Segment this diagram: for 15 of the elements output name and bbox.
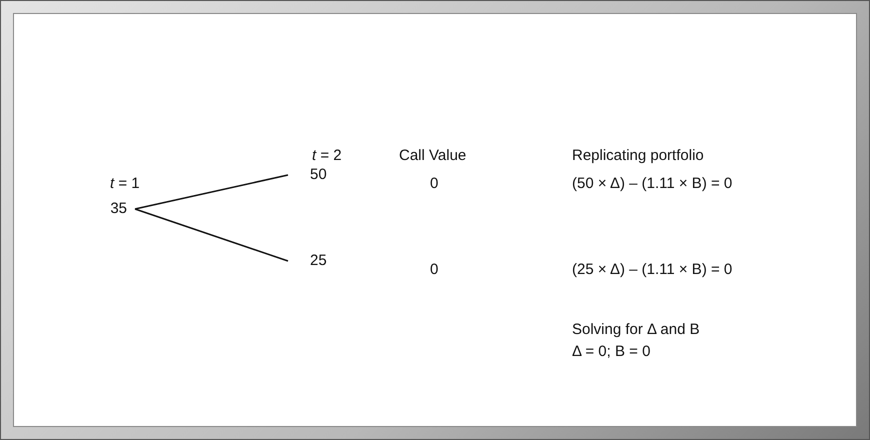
price-value: 35	[88, 199, 135, 219]
table-text: (25 × Δ) – (1.11 × B) = 0	[572, 260, 732, 280]
table-text: (50 × Δ) – (1.11 × B) = 0	[572, 174, 732, 194]
table-text: t = 1	[110, 174, 140, 194]
table-text: Solving for Δ and B	[572, 320, 700, 340]
table-text: 0	[430, 174, 438, 194]
table-text: Δ = 0; B = 0	[572, 342, 650, 362]
price-value: 50	[288, 165, 338, 185]
table-text: 0	[430, 260, 438, 280]
table-text: Replicating portfolio	[572, 146, 704, 166]
price-value: 25	[288, 251, 338, 271]
table-text: Call Value	[399, 146, 466, 166]
tree-branch-line	[134, 174, 288, 210]
table-text: t = 2	[312, 146, 342, 166]
tree-branch-line	[134, 208, 288, 262]
